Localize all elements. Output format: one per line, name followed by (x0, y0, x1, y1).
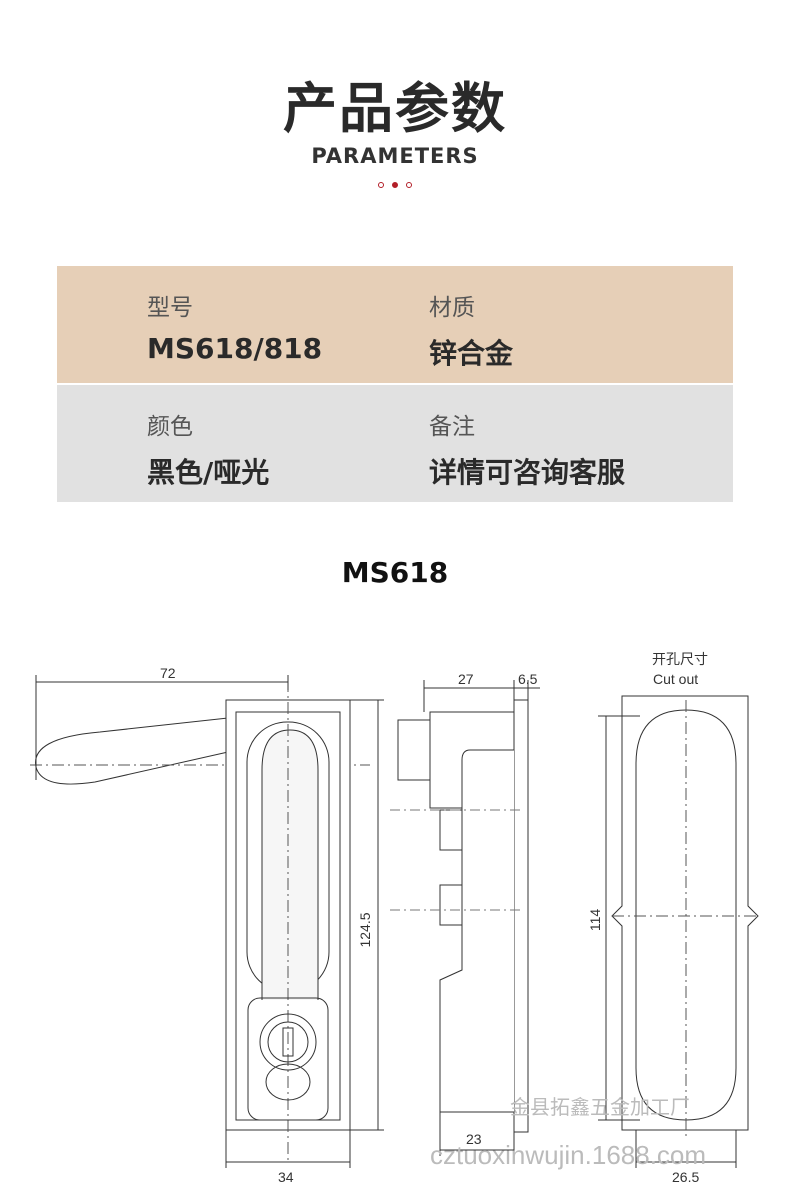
dim-depth: 27 (458, 671, 474, 687)
param-label: 型号 (147, 295, 193, 321)
side-screw-1 (439, 809, 463, 851)
param-value: 锌合金 (429, 337, 514, 370)
decorative-dots (0, 182, 790, 188)
dim-cutout-height: 114 (587, 909, 603, 932)
cutout-frame (611, 695, 759, 1131)
model-title: MS618 (341, 556, 449, 589)
dim-plate: 6.5 (518, 671, 538, 687)
param-label: 颜色 (147, 414, 193, 440)
side-body (439, 749, 514, 1113)
dim-base-width: 34 (278, 1169, 294, 1185)
key-slot (282, 1027, 294, 1057)
side-bolt-1 (397, 719, 431, 781)
dim-height: 124.5 (357, 912, 373, 947)
handle-lever (35, 717, 229, 785)
handle-body (261, 729, 319, 1000)
watermark-url: cztuoxinwujin.1688.com (430, 1140, 706, 1170)
params-row-2: 颜色 黑色/哑光 备注 详情可咨询客服 (57, 385, 733, 502)
key-cylinder-inner (267, 1021, 309, 1063)
param-label: 材质 (429, 295, 475, 321)
key-base (265, 1063, 311, 1101)
key-cylinder (259, 1013, 317, 1071)
cutout-slot (635, 709, 737, 1121)
param-color: 颜色 黑色/哑光 (147, 407, 269, 491)
param-value: 黑色/哑光 (147, 456, 270, 489)
side-plate (513, 699, 529, 1133)
dot-icon (392, 182, 398, 188)
params-row-1: 型号 MS618/818 材质 锌合金 (57, 266, 733, 383)
cutout-label-en: Cut out (653, 671, 698, 687)
dim-cutout-width: 26.5 (672, 1169, 699, 1185)
dim-handle-length: 72 (160, 665, 176, 681)
param-material: 材质 锌合金 (429, 288, 513, 372)
param-note: 备注 详情可咨询客服 (429, 407, 625, 491)
key-housing (247, 997, 329, 1121)
page-title: 产品参数 (283, 77, 507, 140)
param-value: 详情可咨询客服 (429, 456, 626, 489)
technical-drawing: 72 124.5 34 27 6.5 23 开孔尺寸 Cut out 114 2… (30, 651, 760, 1185)
side-screw-2 (439, 884, 463, 926)
dot-icon (406, 182, 412, 188)
param-value: MS618/818 (147, 332, 323, 365)
param-label: 备注 (429, 414, 475, 440)
param-model: 型号 MS618/818 (147, 288, 322, 365)
page-subtitle: PARAMETERS (311, 144, 479, 168)
dot-icon (378, 182, 384, 188)
watermark-cn: 金县拓鑫五金加工厂 (510, 1096, 690, 1119)
cutout-label-cn: 开孔尺寸 (652, 651, 708, 667)
dim-body-depth: 23 (466, 1131, 482, 1147)
